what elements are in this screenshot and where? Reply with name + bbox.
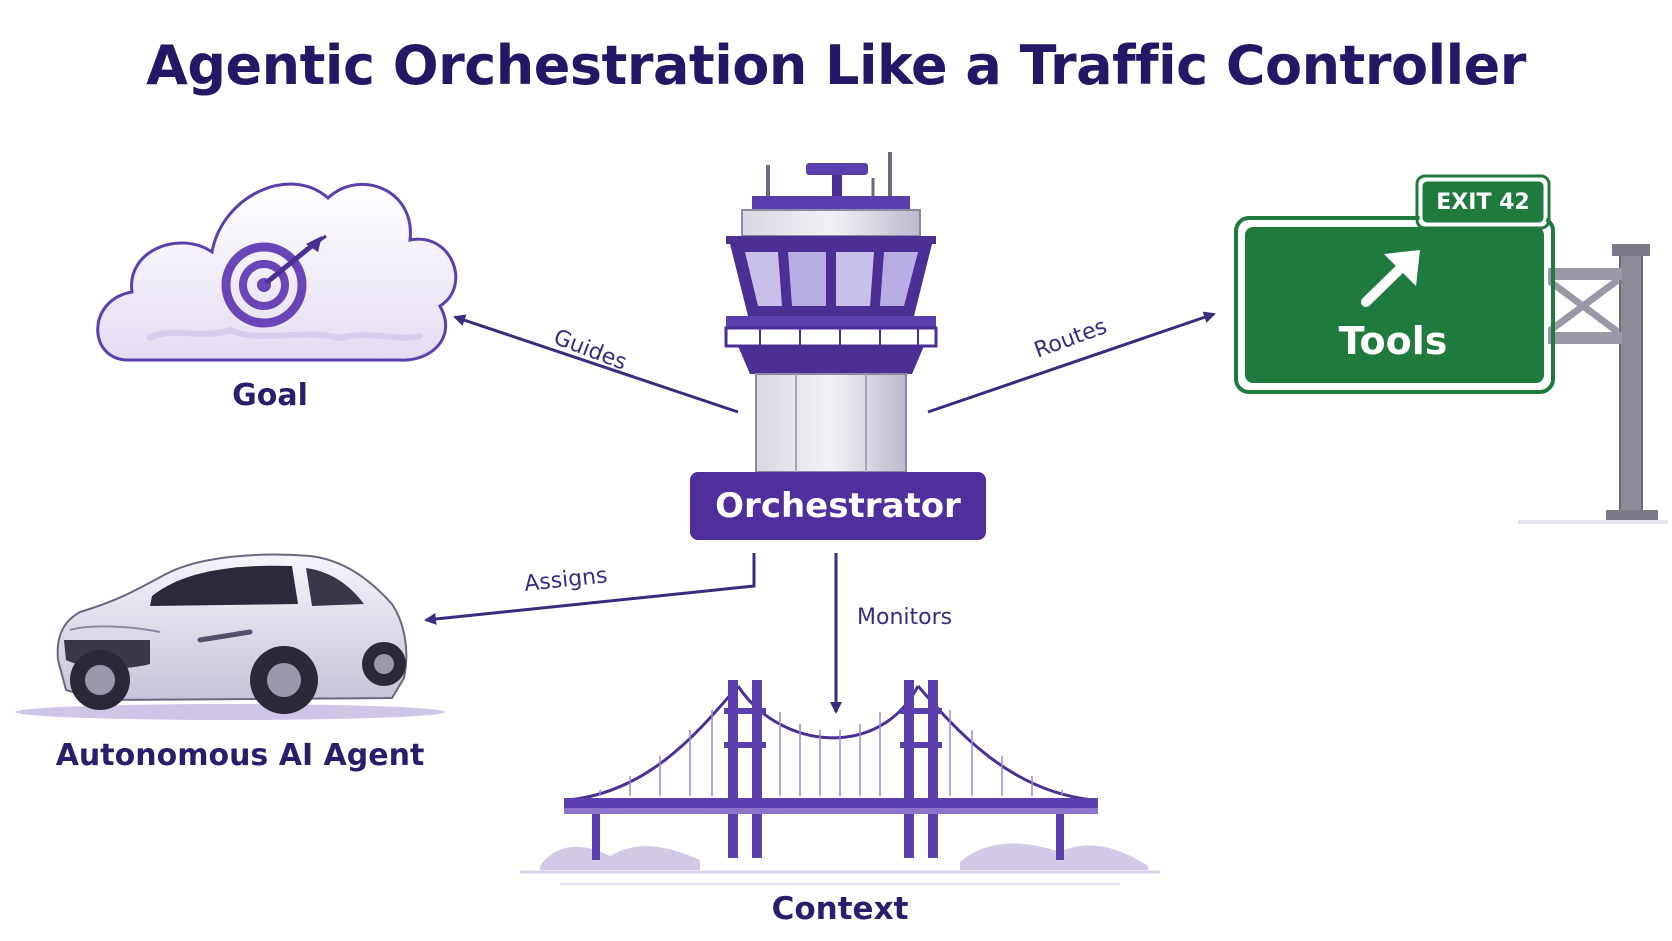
edge-guides <box>453 314 739 414</box>
node-label-agent: Autonomous AI Agent <box>55 738 425 773</box>
edge-routes <box>927 311 1216 414</box>
node-label-goal: Goal <box>232 378 308 413</box>
car-icon <box>15 553 445 720</box>
bridge-icon <box>520 680 1160 885</box>
node-label-context: Context <box>771 891 909 927</box>
highway-sign-icon <box>1234 174 1668 524</box>
node-label-orchestrator: Orchestrator <box>715 486 961 526</box>
exit-sign-label: EXIT 42 <box>1436 190 1530 215</box>
edge-assigns <box>424 553 756 625</box>
target-icon <box>221 234 327 328</box>
node-label-tools: Tools <box>1338 319 1448 363</box>
control-tower-icon <box>724 152 938 473</box>
orchestrator-node: Orchestrator <box>690 472 986 540</box>
diagram-title: Agentic Orchestration Like a Traffic Con… <box>146 34 1526 97</box>
edge-label-monitors: Monitors <box>857 605 953 630</box>
